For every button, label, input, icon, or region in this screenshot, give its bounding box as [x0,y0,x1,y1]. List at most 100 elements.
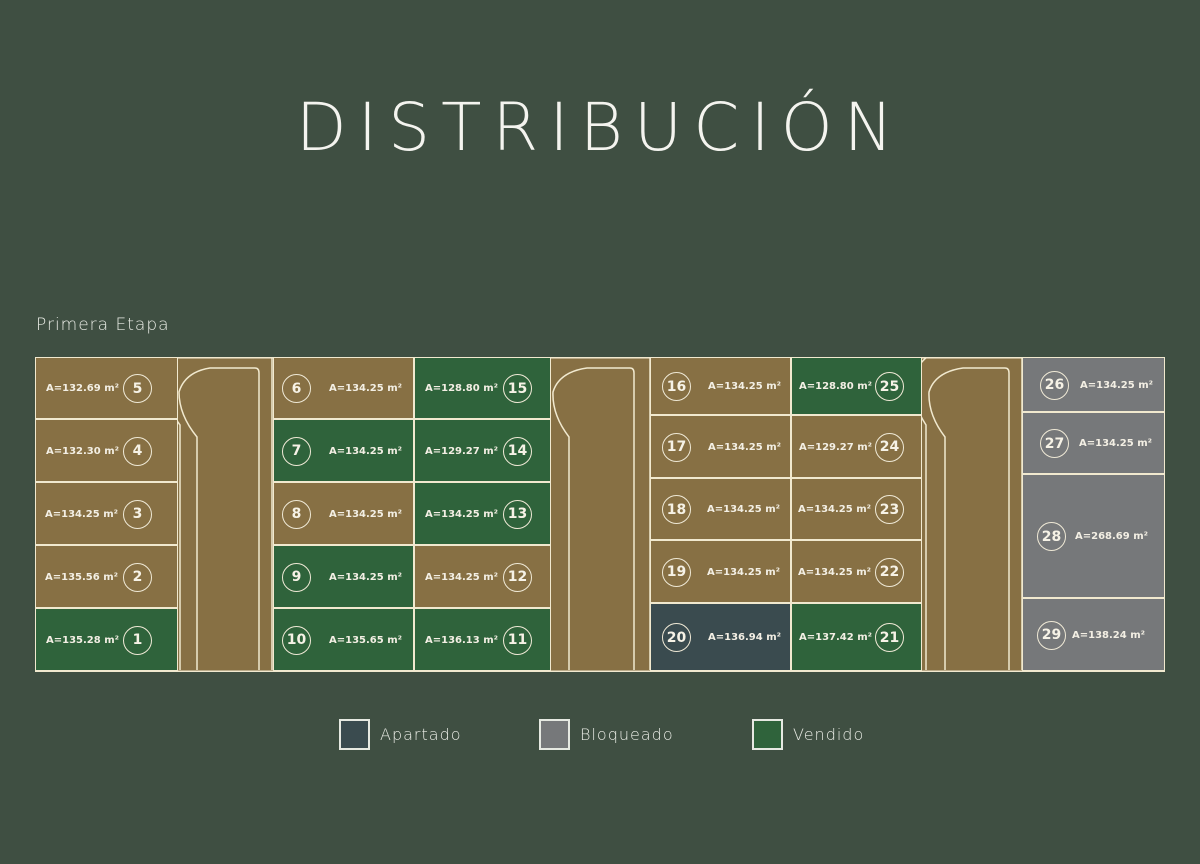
lot-14[interactable]: A=129.27 m² 14 [414,419,551,482]
lot-area-label: A=136.94 m² [708,632,781,643]
lot-area-label: A=132.30 m² [46,445,119,457]
lot-area-label: A=134.25 m² [1079,438,1152,449]
lot-2[interactable]: A=135.56 m² 2 [35,545,178,608]
lot-number-badge: 25 [875,372,904,401]
lot-18[interactable]: A=134.25 m² 18 [650,478,791,540]
lot-area-label: A=134.25 m² [329,508,402,520]
bloqueado-swatch [539,719,570,750]
lot-7[interactable]: A=134.25 m² 7 [273,419,414,482]
lot-number-badge: 18 [662,495,691,524]
lot-number-badge: 7 [282,436,311,466]
lot-number-badge: 28 [1037,522,1066,551]
lot-6[interactable]: A=134.25 m² 6 [273,357,414,419]
lot-area-label: A=134.25 m² [425,571,498,583]
lot-number-badge: 1 [123,625,152,655]
lot-8[interactable]: A=134.25 m² 8 [273,482,414,545]
lot-11[interactable]: A=136.13 m² 11 [414,608,551,671]
lot-area-label: A=134.25 m² [1080,379,1153,391]
lot-4[interactable]: A=132.30 m² 4 [35,419,178,482]
lot-number-badge: 8 [282,499,311,529]
legend-bloqueado: Bloqueado [539,719,674,750]
lot-16[interactable]: A=134.25 m² 16 [650,357,791,415]
legend-label: Apartado [380,725,462,744]
roads-outline [35,357,1165,672]
lot-area-label: A=134.25 m² [707,504,780,515]
lot-number-badge: 26 [1040,370,1069,400]
lot-number-badge: 22 [875,557,904,587]
lot-9[interactable]: A=134.25 m² 9 [273,545,414,608]
legend-label: Bloqueado [580,725,674,744]
lot-28[interactable]: A=268.69 m² 28 [1022,474,1165,598]
lot-area-label: A=134.25 m² [798,566,871,578]
lot-area-label: A=136.13 m² [425,634,498,646]
lot-area-label: A=135.65 m² [329,634,402,646]
lot-number-badge: 21 [875,623,904,652]
lot-number-badge: 17 [662,432,691,462]
lot-number-badge: 19 [662,557,691,587]
lot-area-label: A=129.27 m² [425,445,498,457]
lot-number-badge: 4 [123,436,152,466]
lot-area-label: A=134.25 m² [329,383,402,394]
lot-19[interactable]: A=134.25 m² 19 [650,540,791,603]
lot-number-badge: 10 [282,625,311,655]
lot-number-badge: 13 [503,499,532,529]
lot-29[interactable]: A=138.24 m² 29 [1022,598,1165,671]
lot-12[interactable]: A=134.25 m² 12 [414,545,551,608]
lot-3[interactable]: A=134.25 m² 3 [35,482,178,545]
lot-area-label: A=134.25 m² [798,504,871,515]
lot-number-badge: 14 [503,436,532,466]
lot-area-label: A=137.42 m² [799,632,872,643]
lot-area-label: A=134.25 m² [708,381,781,392]
lot-15[interactable]: A=128.80 m² 15 [414,357,551,419]
lot-20[interactable]: A=136.94 m² 20 [650,603,791,671]
lot-number-badge: 9 [282,562,311,592]
lot-area-label: A=134.25 m² [329,445,402,457]
lot-area-label: A=138.24 m² [1072,629,1145,641]
lot-area-label: A=128.80 m² [799,381,872,392]
stage-label: Primera Etapa [36,315,170,335]
lot-number-badge: 24 [875,432,904,462]
lot-area-label: A=134.25 m² [45,508,118,520]
lot-number-badge: 12 [503,562,532,592]
lot-number-badge: 27 [1040,429,1069,458]
site-plan [35,357,1165,672]
lot-5[interactable]: A=132.69 m² 5 [35,357,178,419]
lot-area-label: A=135.28 m² [46,634,119,646]
lot-area-label: A=134.25 m² [707,566,780,578]
lot-1[interactable]: A=135.28 m² 1 [35,608,178,671]
lot-number-badge: 6 [282,374,311,403]
lot-area-label: A=135.56 m² [45,571,118,583]
lot-area-label: A=132.69 m² [46,383,119,394]
lot-number-badge: 23 [875,495,904,524]
lot-number-badge: 3 [123,499,152,529]
lot-area-label: A=134.25 m² [708,441,781,453]
lot-22[interactable]: A=134.25 m² 22 [791,540,922,603]
lot-number-badge: 29 [1037,620,1066,650]
lot-number-badge: 11 [503,625,532,655]
lot-13[interactable]: A=134.25 m² 13 [414,482,551,545]
apartado-swatch [339,719,370,750]
lot-number-badge: 20 [662,623,691,652]
lot-number-badge: 2 [123,562,152,592]
lot-area-label: A=128.80 m² [425,383,498,394]
lot-17[interactable]: A=134.25 m² 17 [650,415,791,478]
lot-23[interactable]: A=134.25 m² 23 [791,478,922,540]
legend-vendido: Vendido [752,719,864,750]
lot-number-badge: 5 [123,374,152,403]
lot-27[interactable]: A=134.25 m² 27 [1022,412,1165,474]
vendido-swatch [752,719,783,750]
lot-10[interactable]: A=135.65 m² 10 [273,608,414,671]
lot-area-label: A=134.25 m² [425,508,498,520]
lot-area-label: A=134.25 m² [329,571,402,583]
legend-label: Vendido [793,725,865,744]
page-title: DISTRIBUCIÓN [295,89,905,166]
lot-number-badge: 16 [662,372,691,401]
lot-26[interactable]: A=134.25 m² 26 [1022,357,1165,412]
lot-number-badge: 15 [503,374,532,403]
legend-apartado: Apartado [339,719,462,750]
lot-area-label: A=129.27 m² [799,441,872,453]
lot-area-label: A=268.69 m² [1075,531,1148,542]
